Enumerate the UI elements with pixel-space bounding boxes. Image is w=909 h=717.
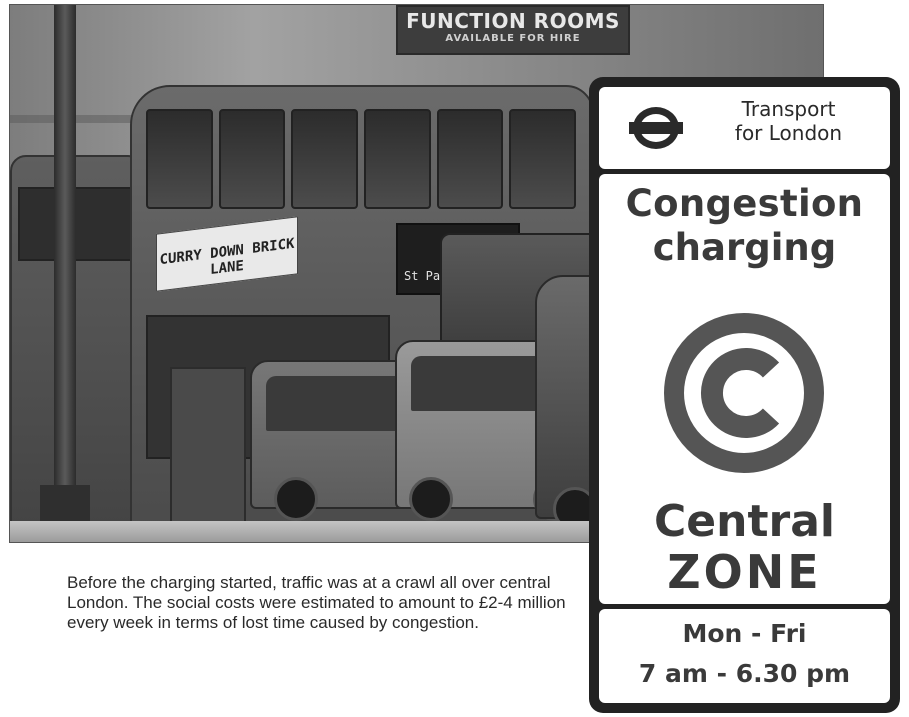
bus-advert-text: CURRY DOWN BRICK LANE [159, 235, 295, 279]
bus-advert-banner: CURRY DOWN BRICK LANE [156, 216, 298, 292]
tfl-roundel-icon [629, 107, 683, 149]
congestion-charging-sign: Transport for London Congestion charging… [589, 77, 900, 713]
car-wheel [409, 477, 453, 521]
function-rooms-title: FUNCTION ROOMS [406, 9, 620, 33]
zone-line2: ZONE [667, 545, 822, 599]
operator-name: Transport for London [691, 97, 886, 145]
function-rooms-subtitle: AVAILABLE FOR HIRE [445, 33, 581, 44]
bus-upper-windows [146, 109, 577, 209]
operating-hours: 7 am - 6.30 pm [638, 659, 851, 688]
street-lamp-pole [54, 5, 76, 525]
second-bus [10, 155, 144, 529]
zone-line1: Central [654, 496, 835, 547]
operator-line1: Transport [741, 97, 836, 121]
sign-title-line2: charging [652, 226, 837, 269]
operating-times-panel: Mon - Fri 7 am - 6.30 pm [599, 609, 890, 703]
operating-days: Mon - Fri [682, 619, 807, 648]
car-wheel [274, 477, 318, 521]
function-rooms-sign: FUNCTION ROOMS AVAILABLE FOR HIRE [396, 5, 630, 55]
street-utility-box [170, 367, 246, 523]
congestion-charge-c-icon [664, 313, 824, 473]
operator-line2: for London [734, 121, 843, 145]
tfl-header-panel: Transport for London [599, 87, 890, 169]
zone-panel: Congestion charging Central ZONE [599, 174, 890, 604]
sign-title-line1: Congestion [625, 182, 864, 225]
photo-caption: Before the charging started, traffic was… [67, 573, 566, 632]
lamp-pole-base [40, 485, 90, 525]
